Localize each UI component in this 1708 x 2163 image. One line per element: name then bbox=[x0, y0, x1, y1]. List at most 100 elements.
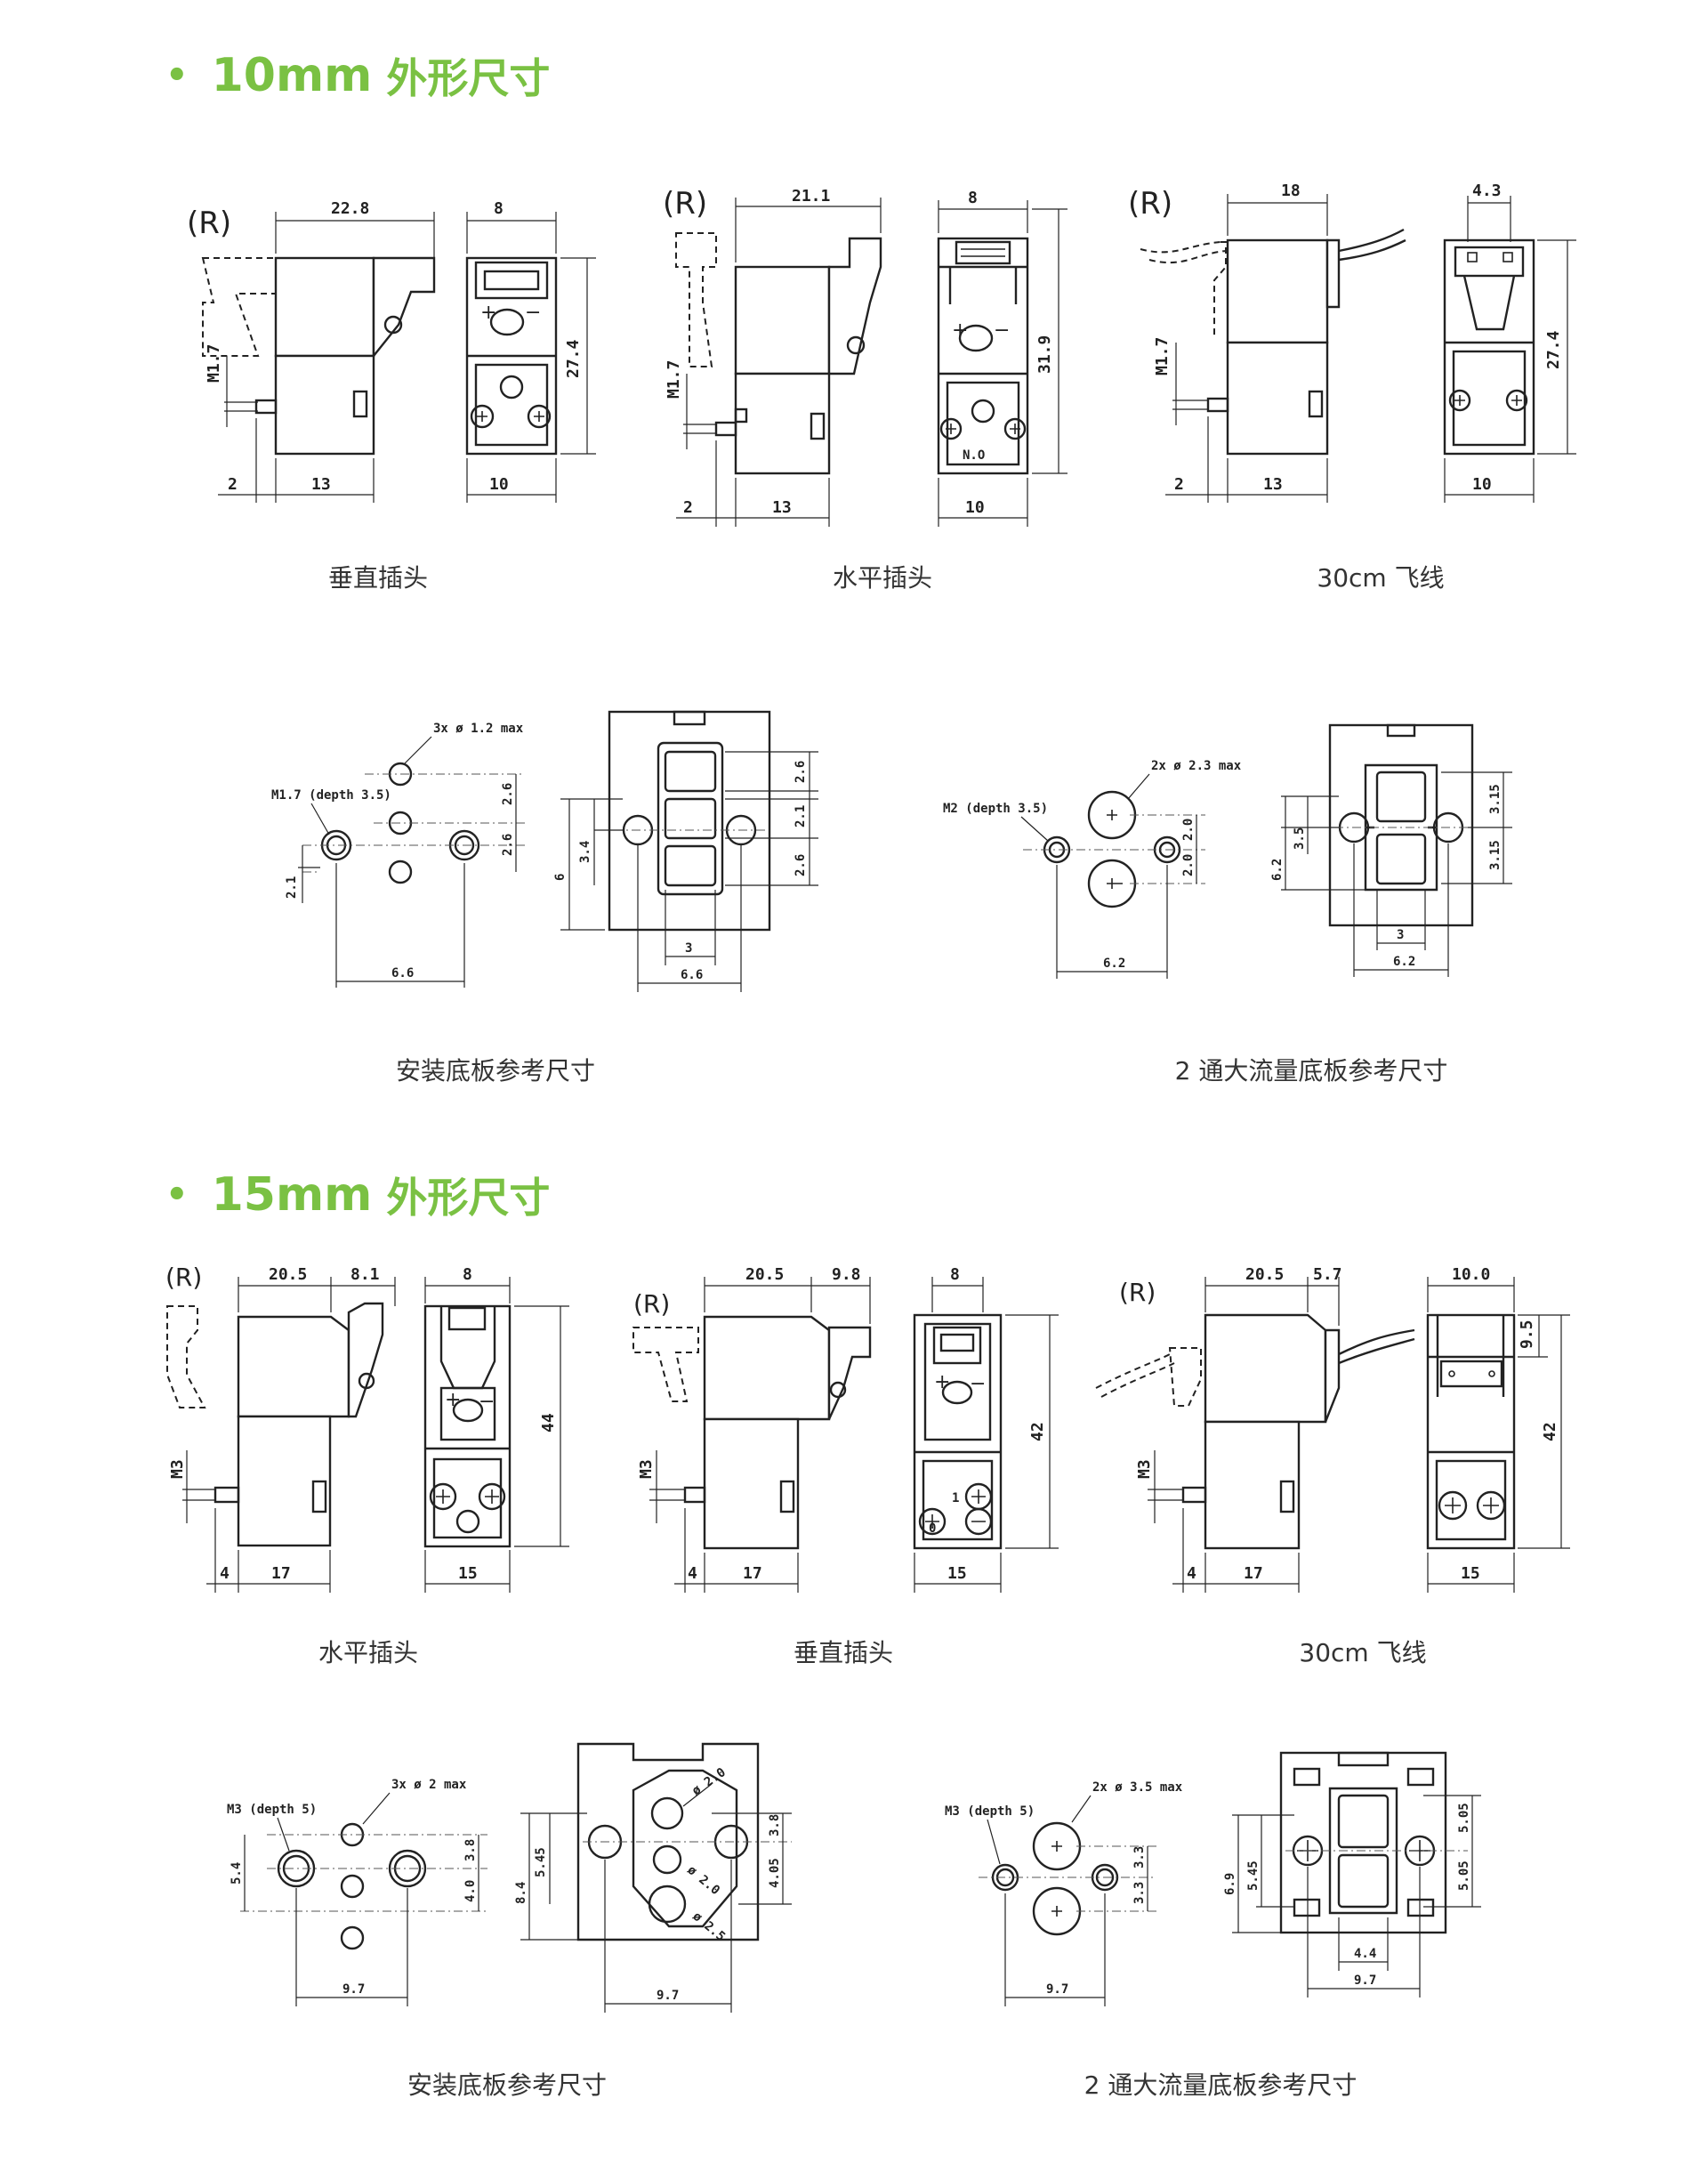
dim-body: 13 bbox=[772, 498, 792, 517]
screw-icon bbox=[1505, 389, 1528, 412]
dim-body: 17 bbox=[271, 1564, 291, 1583]
dim-side-bottom: 15 bbox=[947, 1564, 967, 1583]
r-label: (R) bbox=[633, 1289, 670, 1319]
section-size: 10mm bbox=[211, 49, 373, 102]
dim-w2: 5.7 bbox=[1313, 1265, 1342, 1284]
dim-body: 13 bbox=[1263, 475, 1283, 494]
r-label: (R) bbox=[1119, 1278, 1156, 1307]
section-heading: 外形尺寸 bbox=[386, 1174, 551, 1222]
caption-15-wire: 30cm 飞线 bbox=[1299, 1638, 1427, 1667]
port-hole bbox=[455, 1509, 480, 1534]
thread-stub bbox=[1181, 1486, 1207, 1504]
caption-15-horizontal: 水平插头 bbox=[318, 1638, 419, 1667]
dim-v2: 2.0 bbox=[1181, 854, 1196, 876]
screw-icon bbox=[527, 404, 552, 429]
upper-body bbox=[274, 256, 375, 358]
pivot-screw bbox=[383, 315, 403, 335]
dim-side-width: 8 bbox=[950, 1265, 960, 1284]
thread-hole bbox=[388, 1849, 427, 1888]
upper-body bbox=[237, 1315, 350, 1418]
dim-side-height: 27.4 bbox=[1544, 330, 1563, 369]
dim-h: 9.7 bbox=[1046, 1982, 1068, 1997]
dim-side-h2: 42 bbox=[1541, 1422, 1559, 1441]
led-window bbox=[941, 1380, 973, 1405]
valve-10-vertical-front: +− 8 27.4 10 bbox=[465, 199, 596, 503]
thread-stub bbox=[714, 421, 737, 437]
plate-outline bbox=[608, 710, 771, 932]
plug-housing bbox=[372, 256, 436, 359]
dim-side-width: 8 bbox=[968, 189, 978, 207]
lower-body bbox=[703, 1417, 800, 1550]
flow-seat bbox=[1328, 1787, 1398, 1915]
dim-pw1: 3 bbox=[1397, 928, 1404, 942]
r-label: (R) bbox=[187, 206, 231, 241]
dim-ph1: 8.4 bbox=[514, 1882, 528, 1904]
connector-socket bbox=[932, 1326, 982, 1365]
upper-body bbox=[734, 265, 831, 375]
dashed-rotated-outline bbox=[632, 1327, 699, 1402]
thread-stub bbox=[214, 1486, 240, 1504]
dim-pw2: 6.2 bbox=[1393, 955, 1415, 969]
dim-w1: 20.5 bbox=[745, 1265, 784, 1284]
lower-body bbox=[1226, 341, 1329, 456]
lower-body bbox=[1204, 1420, 1301, 1550]
svg-text:+: + bbox=[934, 1371, 950, 1393]
dim-thread: M1.7 bbox=[665, 360, 683, 399]
screw-icon bbox=[429, 1482, 457, 1511]
dim-body: 17 bbox=[1244, 1564, 1263, 1583]
caption-10-flow: 2 通大流量底板参考尺寸 bbox=[1174, 1056, 1448, 1086]
valve-15-vertical-side: (R) 20.5 9.8 M3 4 17 bbox=[632, 1265, 872, 1593]
dim-side-height: 31.9 bbox=[1035, 335, 1054, 374]
dashed-rotated-outline bbox=[201, 257, 277, 357]
connector-socket bbox=[955, 240, 1011, 265]
dim-thread: M1.7 bbox=[205, 344, 223, 383]
valve-10-horizontal-front: +− N.O 8 31.9 10 bbox=[937, 189, 1068, 527]
dim-offset: 4 bbox=[688, 1564, 697, 1583]
r-label: (R) bbox=[1128, 186, 1172, 222]
hole bbox=[388, 860, 413, 884]
dim-pv1: 3.8 bbox=[768, 1814, 782, 1836]
svg-text:−: − bbox=[479, 1391, 495, 1413]
dim-ph2: 3.5 bbox=[1293, 827, 1307, 850]
dim-width: 22.8 bbox=[331, 199, 369, 218]
dim-side-width: 8 bbox=[494, 199, 504, 218]
side-port bbox=[352, 390, 368, 418]
octagon-seat bbox=[632, 1769, 738, 1928]
dim-side-width: 8 bbox=[463, 1265, 472, 1284]
led-window bbox=[489, 308, 525, 336]
dashed-wire bbox=[1140, 241, 1221, 254]
mount-10-plate: 2.6 2.1 2.6 6 3.4 3 6.6 bbox=[553, 710, 818, 992]
valve-10-wire-side: (R) 18 M1.7 2 13 bbox=[1128, 182, 1406, 503]
thread-stub bbox=[254, 399, 278, 415]
dim-pv1: 5.05 bbox=[1457, 1803, 1471, 1833]
dim-v3: 2.1 bbox=[285, 876, 299, 899]
dim-side-bottom: 15 bbox=[1461, 1564, 1480, 1583]
dim-side-width: 10.0 bbox=[1452, 1265, 1490, 1284]
upper-body bbox=[1204, 1313, 1327, 1424]
dim-v2: 3.3 bbox=[1132, 1882, 1147, 1904]
dim-ph1: 6 bbox=[553, 874, 568, 881]
dim-ph2: 5.45 bbox=[534, 1847, 548, 1877]
plate-outline bbox=[1328, 723, 1474, 927]
wire-exit bbox=[1454, 246, 1525, 278]
dim-width: 18 bbox=[1281, 182, 1301, 200]
hole bbox=[340, 1925, 365, 1950]
screw-icon bbox=[470, 404, 495, 429]
lower-body bbox=[274, 354, 375, 456]
mount-15-plate: ø 2.0 ø 2.0 ø 2.5 3.8 4.05 8.4 5.45 9.7 bbox=[514, 1742, 792, 2013]
wire-clip bbox=[1324, 1328, 1341, 1423]
wire-exit bbox=[1439, 1360, 1503, 1388]
valve-10-horizontal-side: (R) 21.1 M1.7 2 13 bbox=[663, 186, 882, 527]
dashed-rotated-outline bbox=[166, 1305, 206, 1408]
caption-10-wire: 30cm 飞线 bbox=[1317, 563, 1445, 593]
dim-side-h1: 9.5 bbox=[1518, 1320, 1536, 1349]
dim-side-height: 44 bbox=[539, 1413, 558, 1433]
dim-side-height: 42 bbox=[1028, 1422, 1047, 1441]
dim-offset: 2 bbox=[683, 498, 693, 517]
lower-body bbox=[734, 372, 831, 475]
holes-note: 3x ø 2 max bbox=[391, 1778, 467, 1792]
valve-10-wire-front: 4.3 27.4 10 bbox=[1443, 182, 1576, 503]
valve-15-horizontal-side: (R) 20.5 8.1 M3 4 17 bbox=[165, 1263, 396, 1593]
upper-body bbox=[1226, 238, 1329, 344]
connector-panel bbox=[923, 1322, 992, 1441]
